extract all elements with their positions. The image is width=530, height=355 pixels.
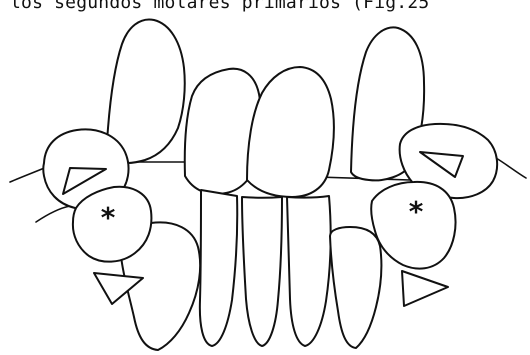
lower-right-lateral-incisor	[287, 196, 331, 346]
lower-left-central-incisor	[200, 190, 237, 346]
lower-right-central-incisor	[242, 197, 282, 346]
left-asterisk-icon: *	[100, 201, 117, 234]
lower-right-triangle-icon	[402, 271, 448, 306]
upper-right-central-incisor	[247, 67, 334, 197]
right-outer-arch	[496, 158, 526, 178]
caption-text: los segundos molares primarios (Fig.25	[10, 0, 530, 15]
lower-right-canine	[330, 227, 381, 348]
left-lower-outer-arch	[36, 206, 70, 222]
right-asterisk-icon: *	[408, 195, 425, 228]
